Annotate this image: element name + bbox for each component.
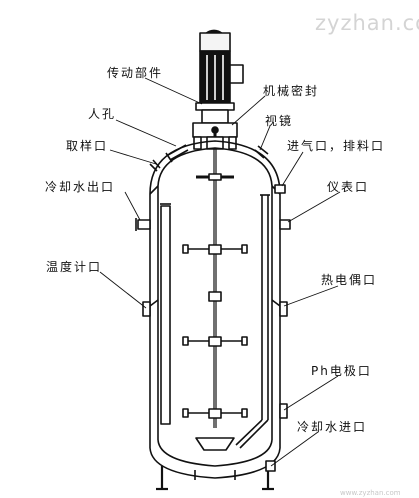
ph-electrode-nozzle: [279, 403, 288, 419]
cooling-water-outlet-nozzle: [135, 218, 151, 231]
jacket-partitions: [149, 299, 281, 307]
label-manhole: 人孔: [88, 107, 116, 121]
label-cooling-water-inlet: 冷却水进口: [297, 420, 367, 434]
label-sampling-port: 取样口: [66, 138, 108, 153]
label-cooling-water-outlet: 冷却水出口: [45, 180, 115, 194]
dip-tube: [160, 203, 171, 425]
cooling-water-inlet-nozzle: [265, 460, 276, 472]
label-air-inlet-discharge: 进气口，排料口: [287, 138, 385, 153]
sampling-nozzle: [149, 159, 161, 172]
thermometer-nozzle: [142, 301, 151, 317]
label-thermometer-port: 温度计口: [46, 259, 102, 274]
inner-pipe-right: [235, 194, 270, 449]
label-sight-glass: 视镜: [265, 113, 293, 128]
label-thermocouple-port: 热电偶口: [321, 273, 377, 287]
label-mechanical-seal: 机械密封: [263, 83, 319, 98]
manhole-nozzle: [165, 144, 189, 163]
agitator: [182, 149, 248, 451]
thermocouple-nozzle: [279, 301, 288, 317]
label-instrument-port: 仪表口: [327, 180, 369, 194]
watermark-text: zyzhan.com: [315, 11, 419, 35]
label-drive-unit: 传动部件: [107, 65, 163, 80]
motor: [192, 29, 244, 138]
label-ph-electrode-port: Ph电极口: [311, 364, 372, 378]
air-inlet-nozzle: [274, 184, 286, 194]
watermark-footer: www.zyzhan.com: [340, 489, 401, 497]
instrument-nozzle: [279, 219, 291, 230]
sight-glass-nozzle: [254, 145, 269, 159]
leader-lines: [99, 77, 341, 467]
